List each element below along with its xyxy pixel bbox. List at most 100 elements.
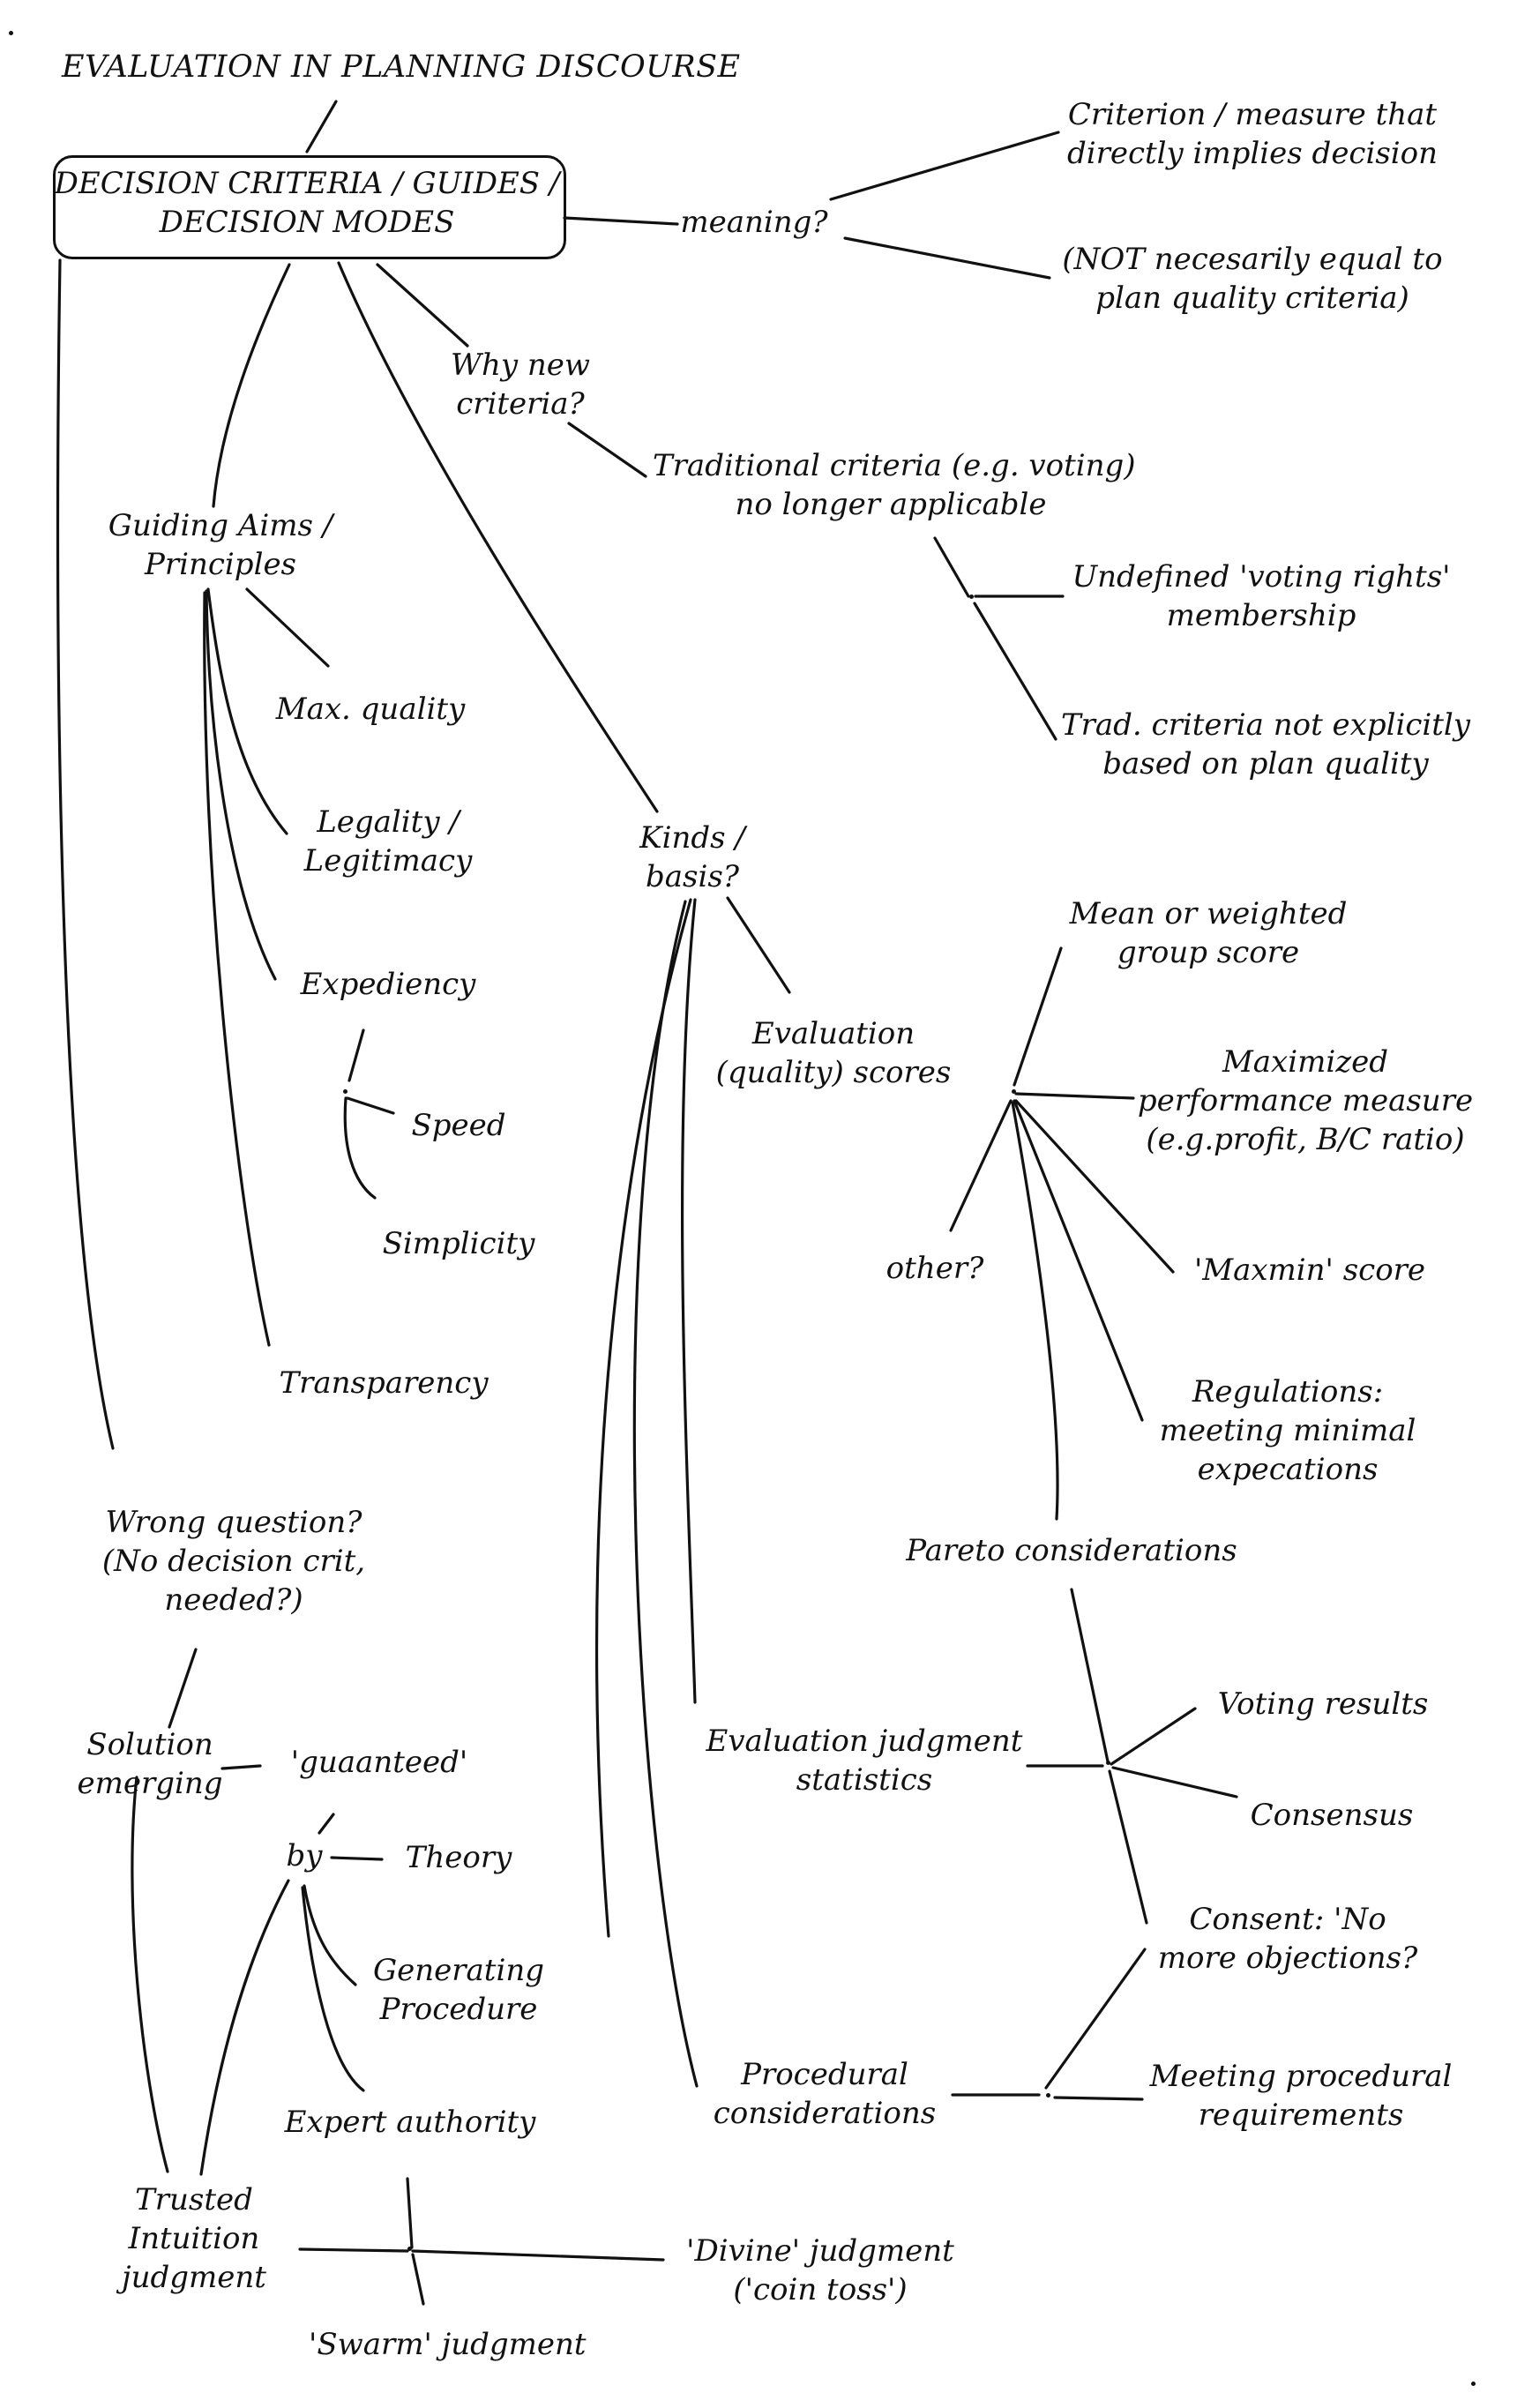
- expert-authority-node: Expert authority: [284, 2105, 536, 2140]
- traditional-node: Traditional criteria (e.g. voting) no lo…: [653, 446, 1136, 524]
- maximized-line3: (e.g.profit, B/C ratio): [1146, 1122, 1465, 1157]
- undefined-line2: membership: [1166, 598, 1356, 633]
- regulations-line3: expecations: [1197, 1452, 1379, 1487]
- kinds-line1: Kinds /: [639, 820, 745, 856]
- maximized-line2: performance measure: [1137, 1083, 1474, 1118]
- trusted-line3: judgment: [122, 2260, 266, 2295]
- root-node-box: [53, 155, 566, 259]
- meeting-procedural-node: Meeting procedural requirements: [1147, 2057, 1455, 2135]
- junction-dot-trusted: [407, 2247, 412, 2251]
- consent-node: Consent: 'No more objections?: [1147, 1900, 1429, 1978]
- root-node-label: DECISION CRITERIA / GUIDES / DECISION MO…: [53, 164, 561, 242]
- consensus-node: Consensus: [1250, 1798, 1414, 1833]
- divine-line2: ('coin toss'): [733, 2272, 908, 2307]
- criterion-line1: Criterion / measure that: [1067, 97, 1438, 132]
- root-node-line1: DECISION CRITERIA / GUIDES /: [54, 166, 560, 201]
- trusted-intuition-node: Trusted Intuition judgment: [106, 2180, 282, 2297]
- not-equal-node: (NOT necesarily equal to plan quality cr…: [1050, 240, 1455, 318]
- generating-line2: Procedure: [379, 1992, 538, 2027]
- maxmin-node: 'Maxmin' score: [1193, 1253, 1426, 1288]
- speed-node: Speed: [411, 1108, 506, 1143]
- consent-line2: more objections?: [1157, 1941, 1418, 1976]
- simplicity-node: Simplicity: [382, 1226, 535, 1261]
- mean-score-node: Mean or weighted group score: [1058, 894, 1358, 972]
- expediency-node: Expediency: [300, 967, 476, 1002]
- theory-node: Theory: [405, 1840, 512, 1875]
- junction-dot-bottom-right: [1471, 2382, 1476, 2386]
- criterion-node: Criterion / measure that directly implie…: [1050, 95, 1455, 173]
- wrong-line2: (No decision crit,: [101, 1544, 366, 1579]
- by-node: by: [286, 1838, 323, 1873]
- legality-line2: Legitimacy: [303, 843, 473, 879]
- solution-line1: Solution: [86, 1727, 213, 1762]
- junction-dot-expediency: [343, 1089, 347, 1094]
- wrong-line1: Wrong question?: [105, 1505, 362, 1540]
- undefined-voting-node: Undefined 'voting rights' membership: [1067, 557, 1455, 635]
- maximized-line1: Maximized: [1222, 1044, 1389, 1080]
- eval-scores-line2: (quality) scores: [715, 1055, 952, 1090]
- eval-scores-node: Evaluation (quality) scores: [706, 1014, 961, 1092]
- why-new-line1: Why new: [451, 348, 590, 383]
- guiding-line2: Principles: [144, 547, 297, 582]
- max-quality-node: Max. quality: [275, 692, 466, 727]
- meeting-procedural-line1: Meeting procedural: [1149, 2059, 1453, 2094]
- trusted-line1: Trusted: [135, 2182, 253, 2217]
- kinds-node: Kinds / basis?: [617, 819, 767, 896]
- trad-not-based-line2: based on plan quality: [1102, 746, 1429, 781]
- legality-line1: Legality /: [317, 804, 460, 840]
- guiding-line1: Guiding Aims /: [108, 508, 333, 543]
- divine-judgment-node: 'Divine' judgment ('coin toss'): [679, 2232, 961, 2309]
- mean-score-line1: Mean or weighted: [1069, 896, 1348, 931]
- procedural-node: Procedural considerations: [706, 2055, 944, 2133]
- why-new-line2: criteria?: [456, 386, 585, 422]
- criterion-line2: directly implies decision: [1066, 136, 1439, 171]
- wrong-question-node: Wrong question? (No decision crit, neede…: [88, 1503, 379, 1619]
- generating-line1: Generating: [372, 1953, 545, 1988]
- pareto-node: Pareto considerations: [906, 1533, 1237, 1568]
- trad-not-based-node: Trad. criteria not explicitly based on p…: [1050, 706, 1482, 783]
- eval-judgment-line1: Evaluation judgment: [706, 1724, 1023, 1759]
- regulations-line1: Regulations:: [1192, 1374, 1384, 1410]
- procedural-line1: Procedural: [741, 2057, 908, 2092]
- divine-line1: 'Divine' judgment: [686, 2233, 954, 2269]
- swarm-judgment-node: 'Swarm' judgment: [309, 2327, 587, 2362]
- generating-procedure-node: Generating Procedure: [353, 1951, 564, 2029]
- kinds-line2: basis?: [645, 859, 740, 894]
- regulations-node: Regulations: meeting minimal expecations: [1147, 1372, 1429, 1489]
- traditional-line2: no longer applicable: [735, 487, 1047, 522]
- diagram-title: EVALUATION IN PLANNING DISCOURSE: [62, 49, 741, 85]
- why-new-node: Why new criteria?: [432, 346, 609, 423]
- trad-not-based-line1: Trad. criteria not explicitly: [1060, 707, 1471, 743]
- root-node-line2: DECISION MODES: [159, 205, 455, 240]
- solution-emerging-node: Solution emerging: [71, 1725, 229, 1803]
- transparency-node: Transparency: [279, 1365, 489, 1401]
- eval-judgment-line2: statistics: [796, 1762, 933, 1798]
- mean-score-line2: group score: [1117, 935, 1300, 970]
- junction-dot-traditional: [969, 595, 974, 599]
- voting-results-node: Voting results: [1217, 1686, 1429, 1722]
- meaning-node: meaning?: [680, 205, 828, 240]
- legality-node: Legality / Legitimacy: [291, 803, 485, 880]
- regulations-line2: meeting minimal: [1159, 1413, 1416, 1448]
- eval-scores-line1: Evaluation: [751, 1016, 915, 1051]
- guiding-aims-node: Guiding Aims / Principles: [88, 506, 353, 584]
- wrong-line3: needed?): [164, 1582, 303, 1618]
- guaranteed-node: 'guaanteed': [290, 1745, 468, 1780]
- undefined-line1: Undefined 'voting rights': [1072, 559, 1451, 595]
- eval-judgment-node: Evaluation judgment statistics: [697, 1722, 1032, 1799]
- junction-dot-eval-scores: [1012, 1089, 1016, 1094]
- consent-line1: Consent: 'No: [1189, 1902, 1386, 1937]
- procedural-line2: considerations: [713, 2096, 937, 2131]
- solution-line2: emerging: [77, 1766, 223, 1801]
- not-equal-line1: (NOT necesarily equal to: [1062, 242, 1443, 277]
- other-node: other?: [886, 1251, 984, 1286]
- meeting-procedural-line2: requirements: [1198, 2098, 1404, 2133]
- not-equal-line2: plan quality criteria): [1095, 280, 1409, 316]
- maximized-node: Maximized performance measure (e.g.profi…: [1129, 1043, 1482, 1159]
- traditional-line1: Traditional criteria (e.g. voting): [653, 448, 1136, 483]
- trusted-line2: Intuition: [128, 2221, 260, 2256]
- junction-dot-top-left: [9, 31, 13, 35]
- junction-dot-procedural: [1046, 2093, 1050, 2098]
